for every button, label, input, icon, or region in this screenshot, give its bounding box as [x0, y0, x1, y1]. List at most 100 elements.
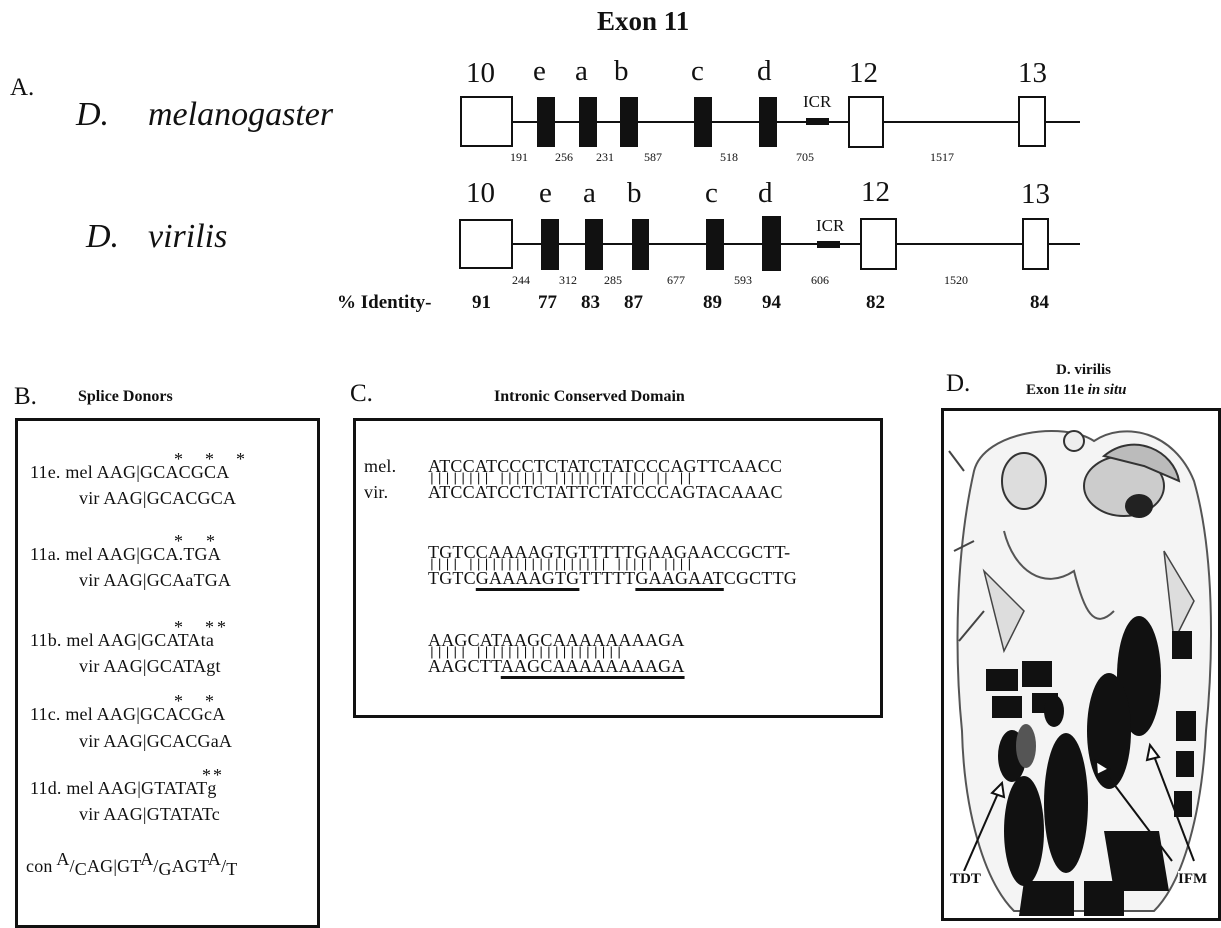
identity-10: 91 [472, 292, 491, 314]
block3-vir: AAGCTTAAGCAAAAAAAAGA [428, 657, 685, 675]
identity-d: 94 [762, 292, 781, 314]
vir-size-6: 606 [811, 273, 829, 288]
star-11b-1: * [174, 617, 183, 638]
vir-exon-11e [541, 219, 559, 270]
vir-exon-12 [861, 219, 896, 269]
vir-label-10: 10 [466, 177, 495, 210]
star-11e-3: * [236, 449, 245, 470]
vir-label-c: c [705, 177, 718, 210]
donor-11e-mel: 11e. mel AAG|GCACGCA [30, 463, 229, 481]
mel-exon-10 [461, 97, 512, 146]
identity-e: 77 [538, 292, 557, 314]
mel-size-6: 705 [796, 150, 814, 165]
panel-c-label: C. [350, 380, 373, 408]
vir-label-12: 12 [861, 176, 890, 209]
vir-size-3: 285 [604, 273, 622, 288]
vir-icr-bar [817, 241, 840, 248]
vir-exon-11d [762, 216, 781, 271]
identity-label: % Identity- [337, 292, 431, 314]
panel-d-title-1: D. virilis [1056, 362, 1111, 379]
mel-size-1: 191 [510, 150, 528, 165]
mel-size-7: 1517 [930, 150, 954, 165]
panel-b-label: B. [14, 383, 37, 411]
splice-donors-box: 11e. mel AAG|GCACGCA * * * vir AAG|GCACG… [15, 418, 320, 928]
callout-tdt: TDT [950, 871, 981, 888]
star-11b-3: * [217, 617, 226, 638]
block2-vir: TGTCGAAAAGTGTTTTTGAAGAATCGCTTG [428, 569, 797, 587]
mel-exon-11d [759, 97, 777, 147]
donor-11c-vir: vir AAG|GCACGaA [79, 732, 232, 750]
vir-label-e: e [539, 177, 552, 210]
mel-label: mel. [364, 457, 396, 475]
panel-d-label: D. [946, 370, 970, 398]
vir-size-1: 244 [512, 273, 530, 288]
star-11c-1: * [174, 691, 183, 712]
star-11d-1: * [202, 765, 211, 786]
mel-exon-11c [694, 97, 712, 147]
mel-label-d: d [757, 55, 772, 88]
donor-11d-vir: vir AAG|GTATATc [79, 805, 220, 823]
identity-c: 89 [703, 292, 722, 314]
star-11a-1: * [174, 531, 183, 552]
vir-label-a: a [583, 177, 596, 210]
vir-size-5: 593 [734, 273, 752, 288]
intronic-domain-box: mel. ATCCATCCCTCTATCTATCCCAGTTCAACC ||||… [353, 418, 883, 718]
mel-label-b: b [614, 55, 629, 88]
donor-11a-mel: 11a. mel AAG|GCA.TGA [30, 545, 221, 563]
vir-label-b: b [627, 177, 642, 210]
star-11b-2: * [205, 617, 214, 638]
identity-b: 87 [624, 292, 643, 314]
vir-exon-13 [1023, 219, 1048, 269]
donor-11b-mel: 11b. mel AAG|GCATAta [30, 631, 214, 649]
mel-gene-model [461, 97, 1080, 147]
mel-size-2: 256 [555, 150, 573, 165]
mel-icr-bar [806, 118, 829, 125]
mel-size-3: 231 [596, 150, 614, 165]
mel-size-4: 587 [644, 150, 662, 165]
vir-exon-11a [585, 219, 603, 270]
vir-size-4: 677 [667, 273, 685, 288]
vir-exon-11c [706, 219, 724, 270]
mel-exon-11a [579, 97, 597, 147]
panel-b-title: Splice Donors [78, 388, 173, 406]
callout-ifm: IFM [1178, 871, 1207, 888]
mel-exon-12 [849, 97, 883, 147]
panel-d-title-2: Exon 11e in situ [1026, 382, 1126, 399]
mel-label-10: 10 [466, 57, 495, 90]
donor-11d-mel: 11d. mel AAG|GTATATg [30, 779, 217, 797]
mel-label-a: a [575, 55, 588, 88]
identity-13: 84 [1030, 292, 1049, 314]
star-11d-2: * [213, 765, 222, 786]
in-situ-image-frame: TDT IFM [941, 408, 1221, 921]
mel-exon-11e [537, 97, 555, 147]
panel-c-title: Intronic Conserved Domain [494, 388, 685, 406]
mel-label-13: 13 [1018, 57, 1047, 90]
mel-label-icr: ICR [803, 92, 831, 112]
vir-label-d: d [758, 177, 773, 210]
star-11a-2: * [206, 531, 215, 552]
mel-label-c: c [691, 55, 704, 88]
mel-label-12: 12 [849, 57, 878, 90]
in-situ-section-image [944, 411, 1220, 921]
consensus-line: con A/CAG|GTA/GAGTA/T [26, 857, 237, 881]
mel-exon-11b [620, 97, 638, 147]
donor-11a-vir: vir AAG|GCAaTGA [79, 571, 231, 589]
block1-vir: ATCCATCCTCTATTCTATCCCAGTACAAAC [428, 483, 783, 501]
mel-size-5: 518 [720, 150, 738, 165]
vir-exon-11b [632, 219, 649, 270]
mel-exon-13 [1019, 97, 1045, 146]
vir-label: vir. [364, 483, 388, 501]
donor-11c-mel: 11c. mel AAG|GCACGcA [30, 705, 225, 723]
vir-gene-model [460, 216, 1080, 271]
identity-12: 82 [866, 292, 885, 314]
donor-11b-vir: vir AAG|GCATAgt [79, 657, 221, 675]
vir-size-2: 312 [559, 273, 577, 288]
identity-a: 83 [581, 292, 600, 314]
vir-size-7: 1520 [944, 273, 968, 288]
star-11c-2: * [205, 691, 214, 712]
mel-label-e: e [533, 55, 546, 88]
vir-label-icr: ICR [816, 216, 844, 236]
donor-11e-vir: vir AAG|GCACGCA [79, 489, 236, 507]
vir-exon-10 [460, 220, 512, 268]
vir-label-13: 13 [1021, 178, 1050, 211]
